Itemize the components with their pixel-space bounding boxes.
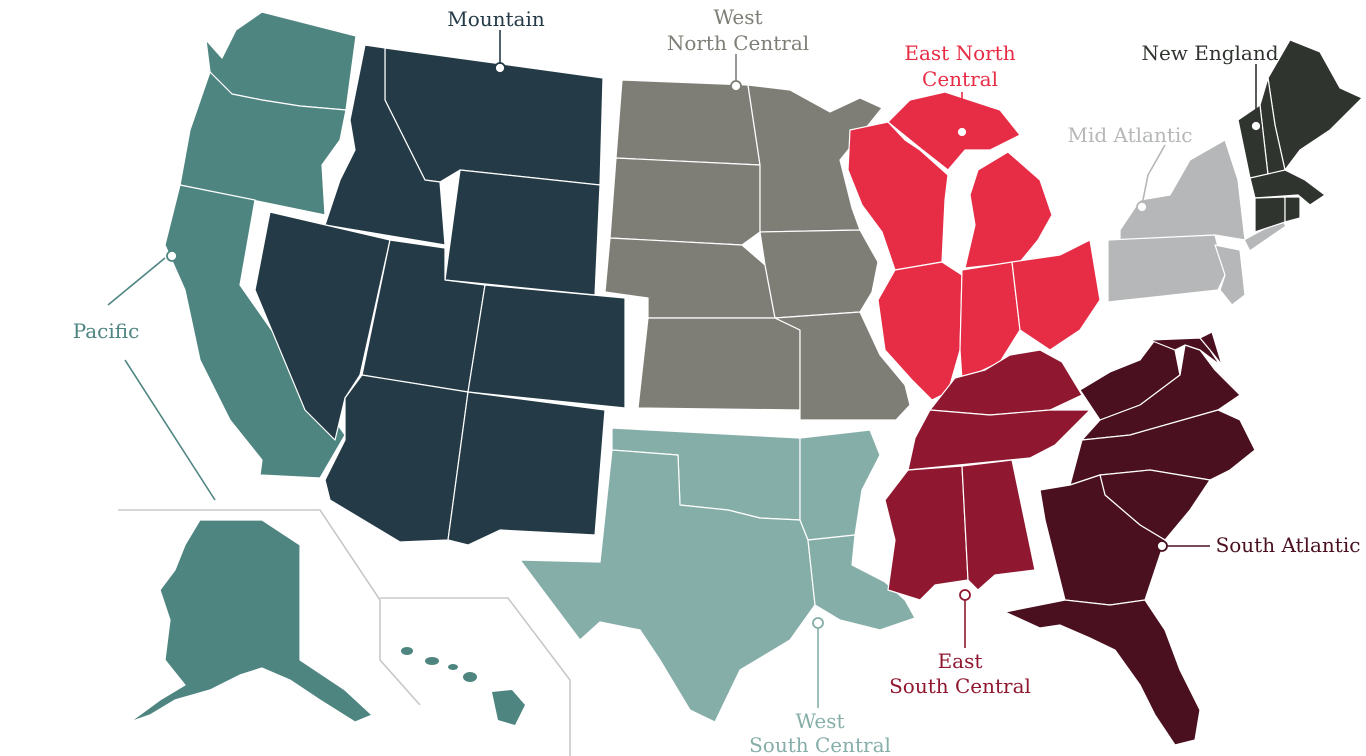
state-new-mexico[interactable] <box>447 391 606 546</box>
state-kansas[interactable] <box>637 317 801 411</box>
region-east-north-central[interactable] <box>847 91 1101 401</box>
state-mississippi[interactable] <box>884 465 969 601</box>
label-east-south-central-line2: South Central <box>889 674 1031 698</box>
label-east-north-central-line1: East North <box>904 41 1015 65</box>
state-delaware[interactable] <box>1199 331 1223 366</box>
east-north-central-marker <box>956 126 968 138</box>
region-pacific[interactable] <box>129 11 525 725</box>
state-ohio[interactable] <box>1011 239 1101 351</box>
new-england-marker <box>1250 120 1262 132</box>
pacific-leader-top <box>107 257 166 306</box>
state-michigan-upper[interactable] <box>887 91 1021 171</box>
state-north-dakota[interactable] <box>615 79 761 166</box>
label-east-north-central-line2: Central <box>922 67 998 91</box>
state-wisconsin[interactable] <box>847 121 949 271</box>
state-texas[interactable] <box>519 449 816 723</box>
label-pacific: Pacific <box>73 319 140 343</box>
state-missouri[interactable] <box>774 311 911 421</box>
state-minnesota[interactable] <box>747 84 883 233</box>
state-arizona[interactable] <box>324 374 469 543</box>
state-arkansas[interactable] <box>799 429 881 541</box>
region-mid-atlantic[interactable] <box>1107 139 1285 306</box>
alaska-inset-frame <box>118 509 421 706</box>
state-georgia[interactable] <box>1039 474 1166 606</box>
state-new-york[interactable] <box>1119 139 1246 241</box>
region-west-north-central[interactable] <box>604 79 911 421</box>
state-pennsylvania[interactable] <box>1107 234 1226 303</box>
state-california[interactable] <box>164 184 346 479</box>
region-west-south-central[interactable] <box>519 427 916 723</box>
east-south-central-marker <box>959 589 971 601</box>
state-alaska[interactable] <box>129 519 373 723</box>
state-rhode-island[interactable] <box>1284 196 1301 223</box>
west-north-central-marker <box>730 80 742 92</box>
state-florida[interactable] <box>1004 599 1201 746</box>
region-south-atlantic[interactable] <box>1004 331 1256 746</box>
state-nebraska[interactable] <box>604 237 776 319</box>
mountain-marker <box>494 62 506 74</box>
label-south-atlantic: South Atlantic <box>1216 533 1361 557</box>
state-hawaii[interactable] <box>401 647 525 725</box>
state-louisiana[interactable] <box>807 534 916 631</box>
state-tennessee[interactable] <box>907 409 1091 471</box>
mid-atlantic-marker <box>1136 201 1148 213</box>
long-island <box>1245 220 1285 250</box>
label-west-south-central-line2: South Central <box>749 733 891 756</box>
region-mountain[interactable] <box>254 44 626 546</box>
state-colorado[interactable] <box>467 284 626 409</box>
south-atlantic-marker <box>1156 540 1168 552</box>
state-iowa[interactable] <box>759 229 879 319</box>
label-west-north-central-line2: North Central <box>667 31 809 55</box>
state-wyoming[interactable] <box>444 169 601 296</box>
state-illinois[interactable] <box>877 261 963 401</box>
state-oregon[interactable] <box>179 71 347 216</box>
label-new-england: New England <box>1141 41 1278 65</box>
region-east-south-central[interactable] <box>884 349 1091 601</box>
west-south-central-marker <box>812 617 824 629</box>
label-west-north-central-line1: West <box>713 5 762 29</box>
hawaii-inset-frame <box>380 597 571 756</box>
label-mountain: Mountain <box>447 7 545 31</box>
mid-atlantic-leader <box>1141 144 1166 206</box>
label-west-south-central-line1: West <box>795 709 844 733</box>
label-mid-atlantic: Mid Atlantic <box>1068 123 1193 147</box>
state-idaho[interactable] <box>324 44 446 246</box>
state-michigan-lower[interactable] <box>964 151 1053 269</box>
state-new-jersey[interactable] <box>1214 244 1246 306</box>
pacific-marker <box>166 250 178 262</box>
state-south-dakota[interactable] <box>609 157 761 246</box>
pacific-leader-bottom <box>124 359 216 501</box>
state-maine[interactable] <box>1267 39 1363 171</box>
label-east-south-central-line1: East <box>938 649 983 673</box>
state-alabama[interactable] <box>961 459 1036 591</box>
